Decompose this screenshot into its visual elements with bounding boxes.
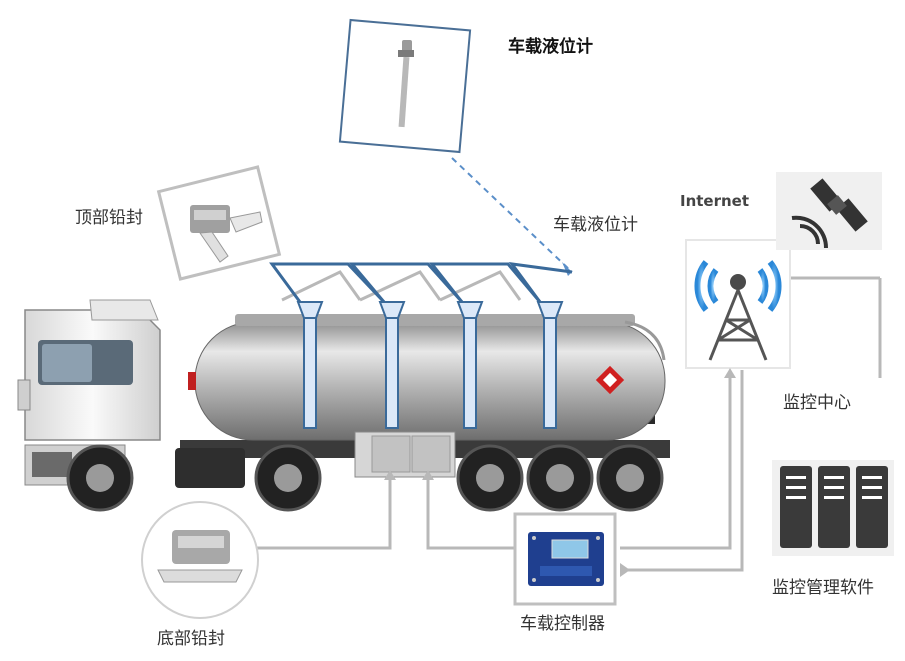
- controller-icon: [528, 532, 604, 586]
- server-icon: [772, 460, 894, 556]
- monitoring-software-label: 监控管理软件: [772, 573, 874, 598]
- bottom-seal-label: 底部铅封: [157, 624, 225, 649]
- level-gauge-callout-label: 车载液位计: [508, 32, 593, 57]
- monitoring-center-label: 监控中心: [783, 388, 851, 413]
- level-gauge-tank-label: 车载液位计: [553, 210, 638, 235]
- vehicle-controller-label: 车载控制器: [520, 609, 605, 634]
- level-gauge-callout: [340, 20, 470, 152]
- tanker-truck: [18, 264, 670, 510]
- top-seal-frame: [159, 167, 280, 279]
- bottom-seal-frame: [142, 502, 258, 618]
- bottom-valve-box: [355, 432, 455, 477]
- tank-body: [195, 322, 665, 440]
- internet-label: Internet: [680, 192, 749, 210]
- signal-tower-icon: [686, 240, 790, 368]
- vehicle-controller-frame: [515, 514, 615, 604]
- top-seal-label: 顶部铅封: [75, 203, 143, 228]
- satellite-icon: [776, 172, 882, 250]
